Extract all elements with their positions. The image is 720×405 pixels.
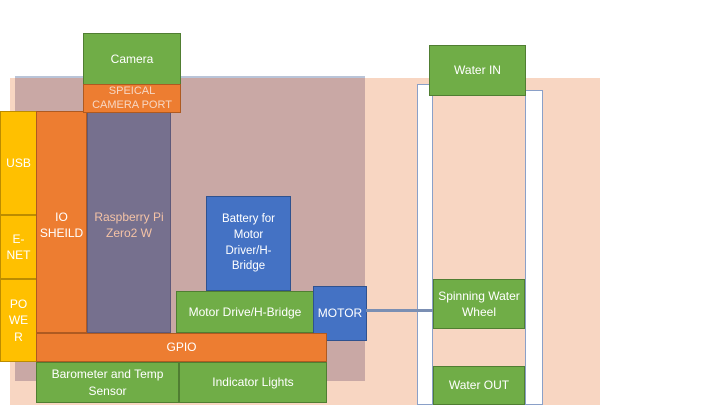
io-shield-block: IO SHEILD bbox=[36, 111, 87, 333]
barometer-temp-sensor: Barometer and Temp Sensor bbox=[36, 362, 179, 403]
water-out-block: Water OUT bbox=[433, 366, 525, 405]
special-camera-port: SPEICAL CAMERA PORT bbox=[83, 84, 181, 113]
motor-block: MOTOR bbox=[313, 286, 367, 341]
spinning-water-wheel: Spinning Water Wheel bbox=[433, 279, 525, 329]
indicator-lights-block: Indicator Lights bbox=[179, 362, 327, 403]
battery-block: Battery for Motor Driver/H- Bridge bbox=[206, 196, 291, 291]
raspberry-pi-block: Raspberry Pi Zero2 W bbox=[87, 111, 171, 333]
camera-block: Camera bbox=[83, 33, 181, 85]
ethernet-port: E- NET bbox=[0, 215, 37, 279]
usb-port: USB bbox=[0, 111, 37, 215]
motor-driver-block: Motor Drive/H-Bridge bbox=[176, 291, 314, 333]
power-port: PO WE R bbox=[0, 279, 37, 362]
water-in-block: Water IN bbox=[429, 45, 526, 96]
channel-left-wall bbox=[417, 84, 433, 405]
gpio-bar: GPIO bbox=[36, 333, 327, 362]
motor-shaft-line bbox=[366, 309, 446, 312]
channel-right-wall bbox=[525, 90, 543, 405]
